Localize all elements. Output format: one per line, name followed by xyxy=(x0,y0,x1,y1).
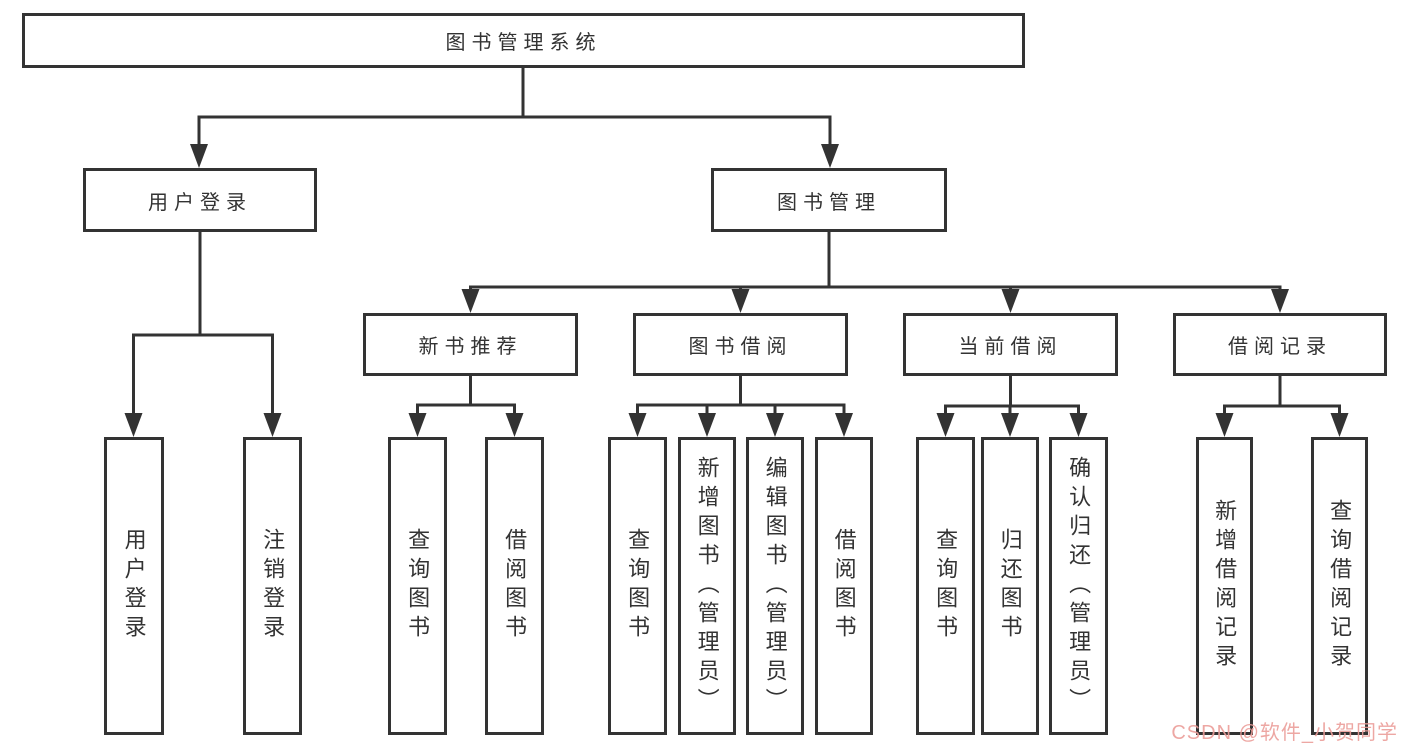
node-leaf-return-books: 归还图书 xyxy=(981,437,1039,735)
leaf-label: 编辑图书（管理员） xyxy=(762,455,788,717)
leaf-label: 确认归还（管理员） xyxy=(1066,455,1092,717)
node-borrowing-records: 借阅记录 xyxy=(1173,313,1387,376)
node-leaf-query-borrow-record: 查询借阅记录 xyxy=(1311,437,1368,735)
leaf-label: 新增图书（管理员） xyxy=(694,455,720,717)
leaf-label: 查询图书 xyxy=(405,528,431,644)
leaf-label: 查询图书 xyxy=(933,528,959,644)
leaf-label: 借阅图书 xyxy=(502,528,528,644)
node-leaf-query-books-current: 查询图书 xyxy=(916,437,975,735)
leaf-label: 借阅图书 xyxy=(831,528,857,644)
node-leaf-confirm-return-admin: 确认归还（管理员） xyxy=(1049,437,1108,735)
node-leaf-borrow-books: 借阅图书 xyxy=(815,437,873,735)
node-leaf-add-borrow-record: 新增借阅记录 xyxy=(1196,437,1253,735)
node-leaf-logout: 注销登录 xyxy=(243,437,302,735)
node-leaf-query-books-borrow: 查询图书 xyxy=(608,437,667,735)
node-book-management-system: 图书管理系统 xyxy=(22,13,1025,68)
node-new-book-recommendation: 新书推荐 xyxy=(363,313,578,376)
node-current-borrowing: 当前借阅 xyxy=(903,313,1118,376)
leaf-label: 归还图书 xyxy=(997,528,1023,644)
node-leaf-user-login: 用户登录 xyxy=(104,437,164,735)
arrowhead-icons xyxy=(124,144,1349,437)
node-book-management: 图书管理 xyxy=(711,168,947,232)
node-leaf-edit-book-admin: 编辑图书（管理员） xyxy=(746,437,804,735)
leaf-label: 新增借阅记录 xyxy=(1212,499,1238,673)
leaf-label: 查询图书 xyxy=(625,528,651,644)
node-leaf-borrow-books-recommend: 借阅图书 xyxy=(485,437,544,735)
leaf-label: 查询借阅记录 xyxy=(1327,499,1353,673)
leaf-label: 用户登录 xyxy=(121,528,147,644)
node-leaf-add-book-admin: 新增图书（管理员） xyxy=(678,437,736,735)
node-book-borrowing: 图书借阅 xyxy=(633,313,848,376)
node-user-login: 用户登录 xyxy=(83,168,317,232)
node-leaf-query-books-recommend: 查询图书 xyxy=(388,437,447,735)
leaf-label: 注销登录 xyxy=(260,528,286,644)
csdn-watermark: CSDN @软件_小贺同学 xyxy=(1171,722,1398,744)
